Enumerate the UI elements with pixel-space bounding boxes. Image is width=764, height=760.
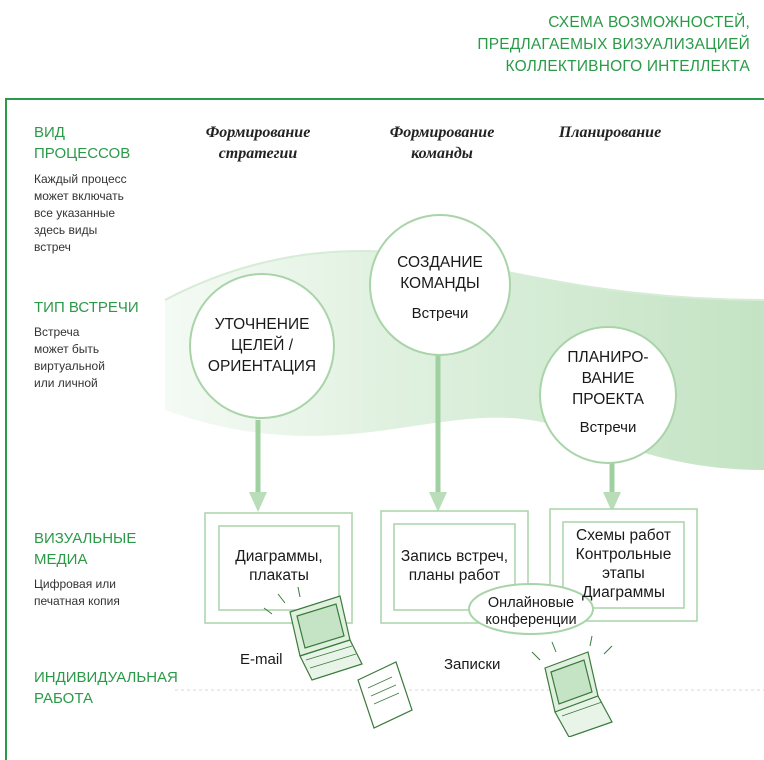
column-head-team: Формирование команды xyxy=(362,122,522,164)
row-label-line: РАБОТА xyxy=(34,690,94,707)
box-line: этапы xyxy=(602,565,645,582)
circle-line: УТОЧНЕНИЕ xyxy=(214,316,310,333)
box-line: Контрольные xyxy=(575,546,672,563)
column-head-line: Формирование xyxy=(389,124,495,141)
row-desc-meeting-type: Встреча может быть виртуальной или лично… xyxy=(34,324,105,392)
circle-line: ВАНИЕ xyxy=(581,370,635,387)
row-label-process-type: ВИД ПРОЦЕССОВ xyxy=(34,122,130,164)
circle-online-label: Онлайновые конференции xyxy=(469,595,593,629)
row-desc-visual-media: Цифровая или печатная копия xyxy=(34,576,120,610)
row-label-line: ТИП ВСТРЕЧИ xyxy=(34,299,139,316)
column-head-line: Планирование xyxy=(558,124,662,141)
column-head-line: стратегии xyxy=(218,145,298,162)
row-desc-line: Каждый процесс xyxy=(34,172,127,186)
row-label-line: ВИЗУАЛЬНЫЕ xyxy=(34,530,137,547)
row-desc-line: может включать xyxy=(34,189,124,203)
circle-team xyxy=(369,214,511,356)
circle-project xyxy=(539,326,677,464)
column-head-line: Формирование xyxy=(205,124,311,141)
box-records-label: Запись встреч, планы работ xyxy=(389,547,520,585)
diagram-frame xyxy=(5,98,764,760)
circle-line: КОМАНДЫ xyxy=(400,275,480,292)
row-label-individual-work: ИНДИВИДУАЛЬНАЯ РАБОТА xyxy=(34,667,178,709)
laptop-icon-email xyxy=(289,595,363,681)
circle-sub: Встречи xyxy=(579,419,637,436)
email-label: E-mail xyxy=(240,651,283,668)
column-head-line: команды xyxy=(411,145,473,162)
row-desc-line: Цифровая или xyxy=(34,577,116,591)
laptop-icon-online xyxy=(544,651,613,737)
box-line: Схемы работ xyxy=(576,527,671,544)
signal-rays-icon xyxy=(263,586,613,661)
diagram-title: СХЕМА ВОЗМОЖНОСТЕЙ, ПРЕДЛАГАЕМЫХ ВИЗУАЛИ… xyxy=(477,12,750,78)
box-line: Диаграммы, xyxy=(235,548,323,565)
arrow-goals xyxy=(249,420,267,512)
circle-line: ПЛАНИРО- xyxy=(567,349,649,366)
box-schemes-label: Схемы работ Контрольные этапы Диаграммы xyxy=(563,526,684,602)
row-label-line: ВИД xyxy=(34,124,65,141)
box-line: Запись встреч, xyxy=(400,548,509,565)
arrow-project xyxy=(603,460,621,512)
row-desc-process-type: Каждый процесс может включать все указан… xyxy=(34,171,127,256)
circle-online xyxy=(468,583,594,635)
diagram-graphics xyxy=(164,214,764,737)
row-label-visual-media: ВИЗУАЛЬНЫЕ МЕДИА xyxy=(34,528,136,570)
arrow-team xyxy=(429,352,447,512)
circle-line: ОРИЕНТАЦИЯ xyxy=(207,358,317,375)
circle-goals xyxy=(189,273,335,419)
title-line-3: КОЛЛЕКТИВНОГО ИНТЕЛЛЕКТА xyxy=(505,58,750,75)
title-line-1: СХЕМА ВОЗМОЖНОСТЕЙ, xyxy=(548,14,750,31)
circle-team-label: СОЗДАНИЕ КОМАНДЫ Встречи xyxy=(370,252,510,324)
row-desc-line: виртуальной xyxy=(34,359,105,373)
box-line: планы работ xyxy=(408,567,501,584)
row-label-line: МЕДИА xyxy=(34,551,88,568)
circle-line: Онлайновые xyxy=(487,595,575,611)
row-desc-line: все указанные xyxy=(34,206,116,220)
row-desc-line: Встреча xyxy=(34,325,80,339)
circle-goals-label: УТОЧНЕНИЕ ЦЕЛЕЙ / ОРИЕНТАЦИЯ xyxy=(192,314,332,377)
row-desc-line: или личной xyxy=(34,376,98,390)
notes-label: Записки xyxy=(444,656,501,673)
row-desc-line: здесь виды xyxy=(34,223,98,237)
circle-project-label: ПЛАНИРО- ВАНИЕ ПРОЕКТА Встречи xyxy=(538,347,678,438)
circle-line: ЦЕЛЕЙ / xyxy=(230,337,294,354)
circle-line: СОЗДАНИЕ xyxy=(397,254,483,271)
row-desc-line: встреч xyxy=(34,240,71,254)
circle-sub: Встречи xyxy=(411,305,469,322)
circle-line: ПРОЕКТА xyxy=(572,391,644,408)
note-paper-icon xyxy=(357,661,413,729)
column-head-strategy: Формирование стратегии xyxy=(178,122,338,164)
row-label-meeting-type: ТИП ВСТРЕЧИ xyxy=(34,297,139,318)
box-line: плакаты xyxy=(249,567,309,584)
box-line: Диаграммы xyxy=(581,584,666,601)
row-label-line: ПРОЦЕССОВ xyxy=(34,145,131,162)
column-head-planning: Планирование xyxy=(530,122,690,143)
title-line-2: ПРЕДЛАГАЕМЫХ ВИЗУАЛИЗАЦИЕЙ xyxy=(477,36,750,53)
box-diagrams-label: Диаграммы, плакаты xyxy=(219,547,339,585)
row-desc-line: печатная копия xyxy=(34,594,120,608)
row-desc-line: может быть xyxy=(34,342,100,356)
circle-line: конференции xyxy=(485,612,577,628)
row-label-line: ИНДИВИДУАЛЬНАЯ xyxy=(34,669,178,686)
